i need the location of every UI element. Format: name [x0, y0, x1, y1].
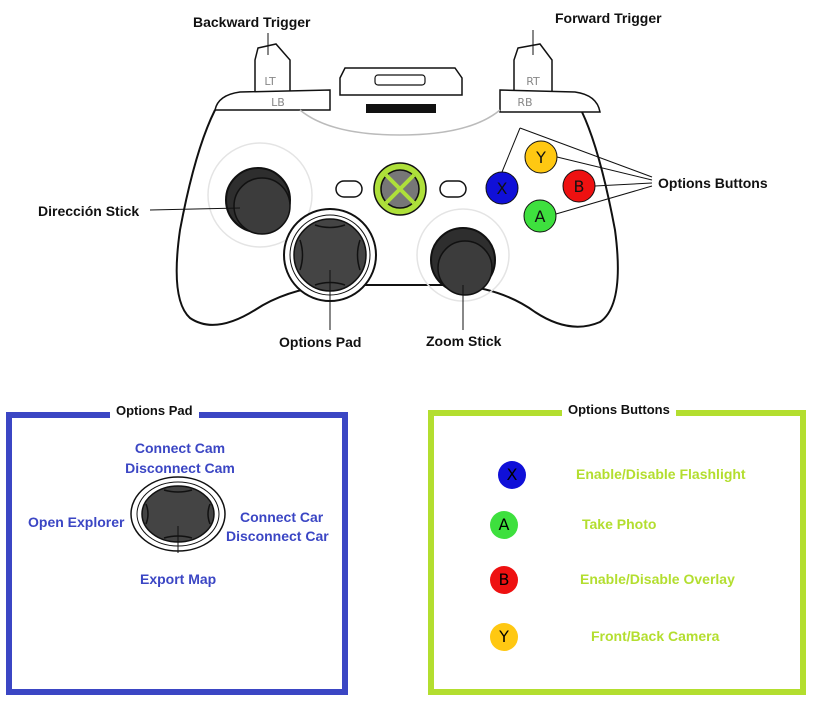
lt-trigger: LT [254, 43, 291, 93]
legend-button-b-icon: B [490, 566, 518, 594]
rb-bumper: RB [499, 89, 601, 113]
lt-label: LT [264, 75, 276, 88]
lb-bumper: LB [214, 89, 331, 111]
rb-label: RB [517, 96, 532, 109]
rt-label: RT [526, 75, 540, 88]
forward-trigger-label: Forward Trigger [555, 10, 662, 26]
svg-text:X: X [497, 179, 508, 198]
back-button [335, 180, 363, 198]
direction-stick-label: Dirección Stick [38, 203, 140, 219]
svg-text:B: B [574, 177, 585, 196]
options-buttons-panel [428, 410, 806, 695]
dpad-down-label: Export Map [140, 571, 217, 587]
legend-label: Front/Back Camera [591, 628, 720, 644]
controller-diagram: LT RT LB RB [149, 30, 653, 330]
lb-label: LB [271, 96, 285, 109]
legend-label: Take Photo [582, 516, 657, 532]
options-buttons-label: Options Buttons [658, 175, 768, 191]
face-button-a-icon: A [523, 199, 557, 233]
svg-text:A: A [535, 207, 546, 226]
options-pad-label: Options Pad [279, 334, 362, 350]
dpad-left-label: Open Explorer [28, 514, 125, 530]
svg-text:Y: Y [535, 148, 546, 167]
dpad-icon [130, 476, 226, 553]
guide-button [373, 162, 427, 216]
options-pad-panel-title: Options Pad [110, 403, 199, 418]
start-button [439, 180, 467, 198]
dpad-up-label-2: Disconnect Cam [125, 460, 235, 476]
dpad-right-label-1: Connect Car [240, 509, 324, 525]
legend-button-x-icon: X [498, 461, 526, 489]
face-button-y-icon: Y [524, 140, 558, 174]
legend-label: Enable/Disable Flashlight [576, 466, 746, 482]
leader-lines [149, 30, 653, 330]
face-button-b-icon: B [562, 169, 596, 203]
face-button-x-icon: X [485, 171, 519, 205]
legend-button-a-icon: A [490, 511, 518, 539]
zoom-stick-label: Zoom Stick [426, 333, 502, 349]
legend-label: Enable/Disable Overlay [580, 571, 735, 587]
direction-stick [207, 142, 313, 248]
dpad-right-label-2: Disconnect Car [226, 528, 329, 544]
legend-button-y-icon: Y [490, 623, 518, 651]
backward-trigger-label: Backward Trigger [193, 14, 311, 30]
dpad-up-label-1: Connect Cam [134, 440, 226, 456]
options-buttons-panel-title: Options Buttons [562, 402, 676, 417]
